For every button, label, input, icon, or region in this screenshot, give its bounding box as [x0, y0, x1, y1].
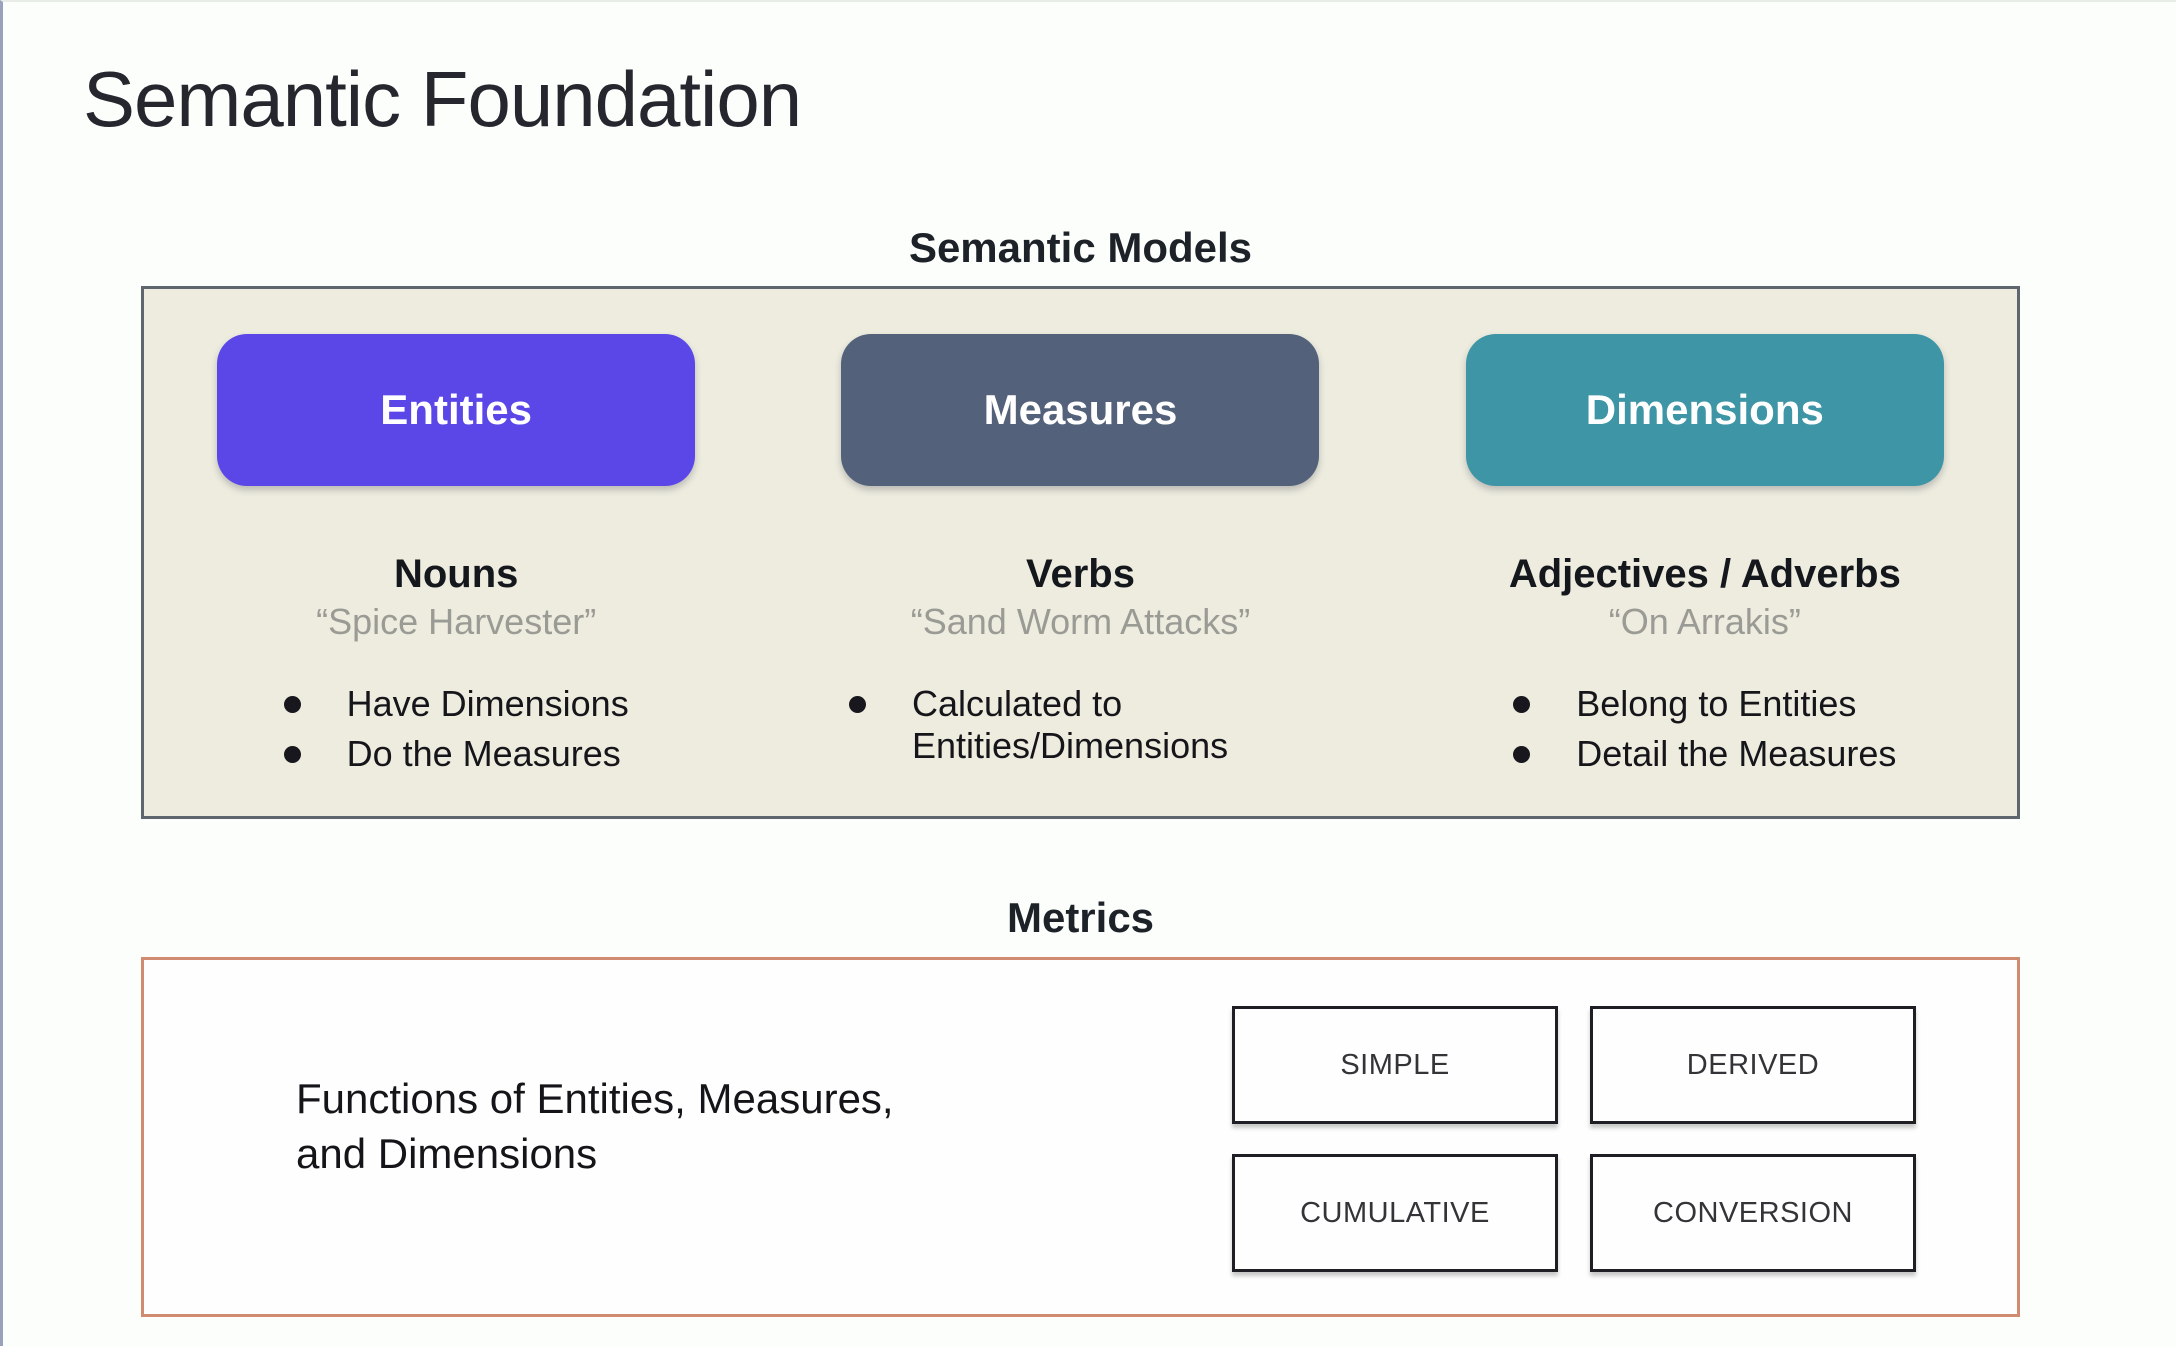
dimensions-role-heading: Adjectives / Adverbs	[1508, 552, 1901, 596]
entities-pill: Entities	[217, 334, 696, 486]
measures-role-heading: Verbs	[1026, 552, 1135, 596]
semantic-models-box: Entities Nouns “Spice Harvester” Have Di…	[141, 286, 2020, 819]
list-item: Have Dimensions	[283, 683, 629, 725]
bullet-dot-icon	[283, 746, 301, 764]
list-item: Calculated to Entities/Dimensions	[848, 683, 1312, 768]
measures-example-quote: “Sand Worm Attacks”	[910, 601, 1251, 642]
bullet-text: Have Dimensions	[346, 683, 629, 724]
bullet-text: Do the Measures	[346, 733, 621, 775]
bullet-text: Detail the Measures	[1576, 733, 1897, 775]
list-item: Belong to Entities	[1513, 683, 1896, 725]
metrics-heading: Metrics	[1006, 894, 1155, 941]
metric-type-cumulative: CUMULATIVE	[1232, 1154, 1558, 1272]
entities-example-quote: “Spice Harvester”	[316, 601, 597, 642]
list-item: Do the Measures	[283, 733, 629, 775]
page-title: Semantic Foundation	[83, 55, 802, 143]
dimensions-example-quote: “On Arrakis”	[1608, 601, 1801, 642]
metric-type-simple: SIMPLE	[1232, 1006, 1558, 1124]
bullet-dot-icon	[283, 696, 301, 713]
bullet-dot-icon	[848, 696, 866, 713]
metrics-description-line1: Functions of Entities, Measures,	[296, 1075, 894, 1122]
bullet-dot-icon	[1513, 746, 1531, 764]
metrics-description-line2: and Dimensions	[296, 1129, 598, 1177]
entities-role-heading: Nouns	[393, 552, 519, 596]
measures-bullet-list: Calculated to Entities/Dimensions	[848, 683, 1312, 768]
bullet-text: Calculated to Entities/Dimensions	[911, 683, 1229, 767]
list-item: Detail the Measures	[1513, 733, 1896, 775]
dimensions-column: Dimensions Adjectives / Adverbs “On Arra…	[1393, 334, 2017, 816]
metrics-box: Functions of Entities, Measures, and Dim…	[141, 957, 2020, 1317]
metric-type-conversion: CONVERSION	[1590, 1154, 1916, 1272]
entities-column: Entities Nouns “Spice Harvester” Have Di…	[144, 334, 768, 816]
dimensions-pill: Dimensions	[1465, 334, 1944, 486]
dimensions-bullet-list: Belong to Entities Detail the Measures	[1513, 683, 1896, 776]
metric-type-derived: DERIVED	[1590, 1006, 1916, 1124]
measures-pill: Measures	[841, 334, 1320, 486]
metrics-description: Functions of Entities, Measures, and Dim…	[296, 1072, 894, 1181]
bullet-dot-icon	[1513, 696, 1531, 713]
entities-bullet-list: Have Dimensions Do the Measures	[283, 683, 629, 776]
semantic-models-heading: Semantic Models	[908, 224, 1253, 271]
measures-column: Measures Verbs “Sand Worm Attacks” Calcu…	[768, 334, 1392, 816]
bullet-text: Belong to Entities	[1576, 683, 1857, 724]
metric-types-grid: SIMPLE DERIVED CUMULATIVE CONVERSION	[1232, 1006, 1916, 1272]
